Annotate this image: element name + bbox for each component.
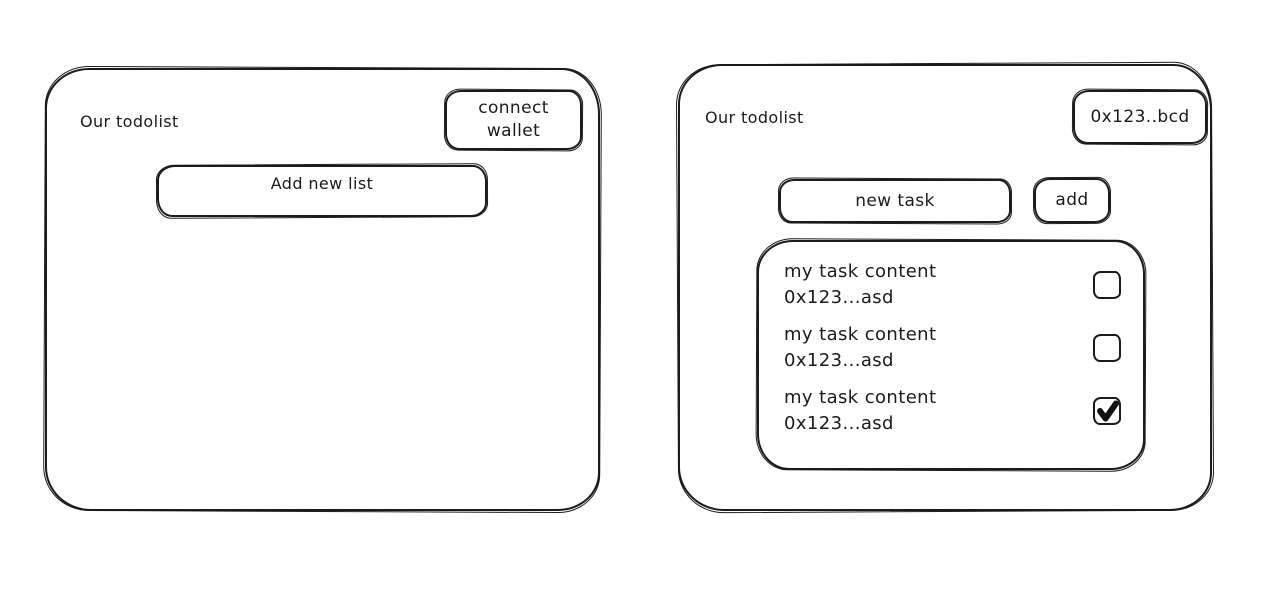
- new-task-input[interactable]: new task: [779, 179, 1011, 223]
- checkmark-icon: [1097, 400, 1119, 422]
- task-checkbox[interactable]: [1093, 271, 1121, 299]
- page-title: Our todolist: [705, 108, 804, 127]
- new-task-placeholder: new task: [855, 191, 935, 211]
- task-address: 0x123...asd: [784, 413, 894, 434]
- task-address: 0x123...asd: [784, 287, 894, 308]
- add-new-list-button[interactable]: Add new list: [157, 165, 487, 217]
- add-task-label: add: [1055, 190, 1089, 210]
- task-checkbox[interactable]: [1093, 397, 1121, 425]
- task-list: my task content 0x123...asd my task cont…: [757, 240, 1145, 470]
- add-new-list-label: Add new list: [270, 174, 374, 193]
- task-row: my task content 0x123...asd: [784, 259, 1123, 311]
- connect-wallet-button[interactable]: connect wallet: [445, 90, 582, 150]
- task-address: 0x123...asd: [784, 350, 894, 371]
- task-content: my task content: [784, 387, 937, 408]
- add-task-button[interactable]: add: [1034, 178, 1110, 223]
- page-title: Our todolist: [80, 112, 179, 131]
- task-checkbox[interactable]: [1093, 334, 1121, 362]
- todolist-panel-connected: Our todolist 0x123..bcd new task add my …: [678, 64, 1212, 511]
- task-row: my task content 0x123...asd: [784, 385, 1123, 437]
- todolist-panel-disconnected: Our todolist connect wallet Add new list: [45, 68, 600, 511]
- task-row: my task content 0x123...asd: [784, 322, 1123, 374]
- wallet-address-label: 0x123..bcd: [1090, 106, 1190, 127]
- connect-wallet-label-line1: connect: [478, 98, 549, 118]
- task-content: my task content: [784, 324, 937, 345]
- connect-wallet-label-line2: wallet: [486, 121, 541, 141]
- wallet-address-button[interactable]: 0x123..bcd: [1073, 90, 1207, 144]
- task-content: my task content: [784, 261, 937, 282]
